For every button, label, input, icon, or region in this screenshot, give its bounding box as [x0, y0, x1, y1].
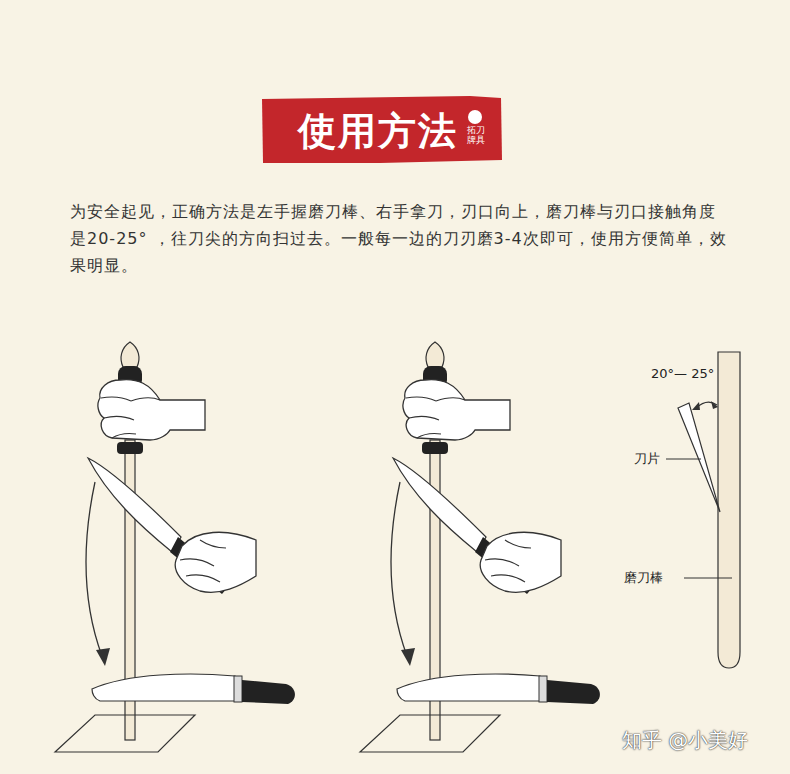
rod-detail — [718, 352, 740, 668]
instruction-text: 为安全起见，正确方法是左手握磨刀棒、右手拿刀，刃口向上，磨刀棒与刃口接触角度是2… — [70, 198, 730, 279]
arrow-head — [711, 401, 718, 409]
leader-line — [684, 578, 732, 579]
watermark: 知乎 @小美好 — [622, 727, 748, 754]
logo-icon — [468, 110, 482, 124]
title-text: 使用方法 — [298, 106, 458, 157]
arrow-head — [692, 402, 700, 410]
blade-detail — [678, 403, 720, 512]
title-banner — [262, 96, 502, 163]
sharpening-figure — [55, 342, 295, 752]
leader-line — [666, 459, 701, 460]
angle-label: 20°— 25° — [651, 366, 714, 381]
logo-text: 拓刀牌具 — [465, 126, 487, 146]
part-label: 磨刀棒 — [624, 569, 663, 587]
sharpening-figure — [360, 342, 600, 752]
part-label: 刀片 — [634, 450, 660, 468]
